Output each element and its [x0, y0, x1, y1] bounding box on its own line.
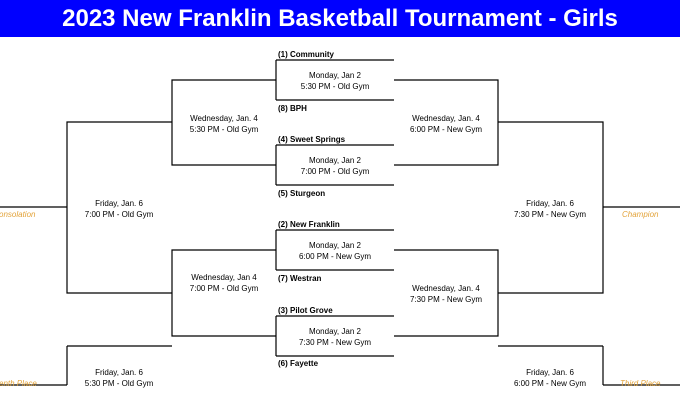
game-time: 7:30 PM - New Gym [298, 338, 372, 347]
team-label: (1) Community [278, 50, 334, 59]
seventh-place-label: enth Place [0, 379, 37, 388]
game-date: Friday, Jan. 6 [526, 368, 574, 377]
game-time: 7:00 PM - Old Gym [189, 284, 259, 293]
team-label: (6) Fayette [278, 359, 319, 368]
game-date: Monday, Jan 2 [309, 241, 361, 250]
game-date: Wednesday, Jan. 4 [190, 114, 258, 123]
champion-label: Champion [622, 210, 659, 219]
game-date: Monday, Jan 2 [309, 71, 361, 80]
team-label: (8) BPH [278, 104, 307, 113]
team-label: (7) Westran [278, 274, 322, 283]
game-date: Wednesday, Jan. 4 [412, 284, 480, 293]
game-date: Friday, Jan. 6 [526, 199, 574, 208]
game-date: Wednesday, Jan. 4 [412, 114, 480, 123]
consolation-label: onsolation [0, 210, 36, 219]
game-date: Monday, Jan 2 [309, 327, 361, 336]
game-date: Friday, Jan. 6 [95, 368, 143, 377]
game-time: 5:30 PM - Old Gym [84, 379, 154, 388]
game-time: 6:00 PM - New Gym [513, 379, 587, 388]
game-time: 7:30 PM - New Gym [409, 295, 483, 304]
game-date: Monday, Jan 2 [309, 156, 361, 165]
game-time: 7:00 PM - Old Gym [84, 210, 154, 219]
game-time: 7:00 PM - Old Gym [300, 167, 370, 176]
game-time: 7:30 PM - New Gym [513, 210, 587, 219]
tournament-title: 2023 New Franklin Basketball Tournament … [0, 0, 680, 37]
team-label: (3) Pilot Grove [278, 306, 333, 315]
game-date: Friday, Jan. 6 [95, 199, 143, 208]
game-date: Wednesday, Jan 4 [191, 273, 257, 282]
team-label: (2) New Franklin [278, 220, 340, 229]
game-time: 5:30 PM - Old Gym [300, 82, 370, 91]
team-label: (5) Sturgeon [278, 189, 326, 198]
game-time: 6:00 PM - New Gym [298, 252, 372, 261]
third-place-label: Third Place [620, 379, 661, 388]
game-time: 6:00 PM - New Gym [409, 125, 483, 134]
game-time: 5:30 PM - Old Gym [189, 125, 259, 134]
team-label: (4) Sweet Springs [278, 135, 346, 144]
